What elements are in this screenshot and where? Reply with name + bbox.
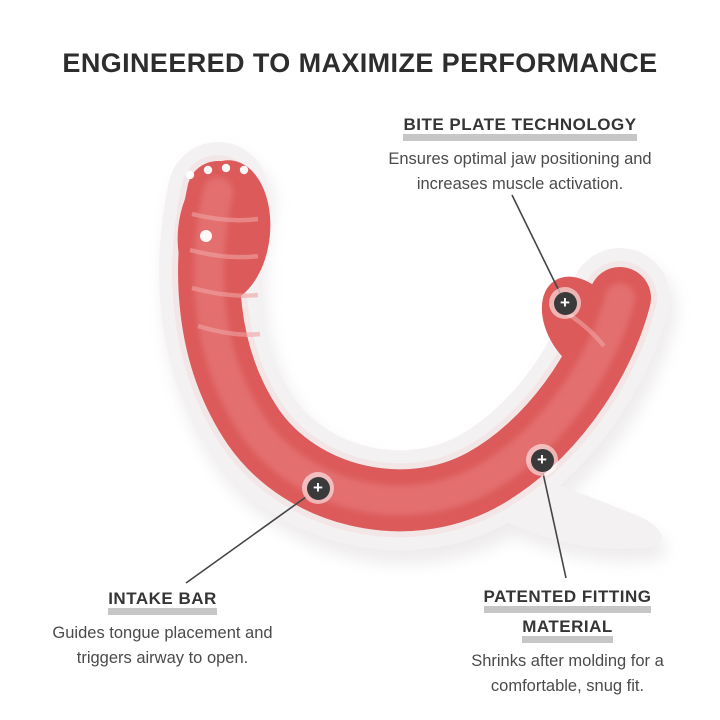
callout-description: Guides tongue placement and triggers air…: [15, 621, 310, 671]
page-title: ENGINEERED TO MAXIMIZE PERFORMANCE: [62, 48, 658, 78]
callout-title: INTAKE BAR: [108, 590, 217, 615]
patented-fitting-marker[interactable]: +: [526, 444, 558, 476]
plus-icon: +: [306, 476, 330, 500]
callout-heading-line: BITE PLATE TECHNOLOGY: [355, 116, 685, 141]
vent-dot: [203, 165, 213, 175]
callout-intake-bar: INTAKE BAR Guides tongue placement and t…: [15, 590, 310, 671]
callout-description: Ensures optimal jaw positioning and incr…: [355, 147, 685, 197]
leader-line-intake-bar: [185, 496, 307, 584]
plus-icon: +: [530, 448, 554, 472]
vent-dot: [200, 230, 212, 242]
vent-dot: [239, 165, 249, 175]
mouthguard-red-highlight: [194, 177, 635, 516]
intake-bar-marker[interactable]: +: [302, 472, 334, 504]
callout-heading-line: PATENTED FITTING: [420, 588, 715, 613]
callout-description-line: Guides tongue placement and: [52, 624, 273, 642]
vent-dots: [185, 163, 249, 242]
callout-description-line: increases muscle activation.: [416, 175, 624, 193]
callout-description-line: comfortable, snug fit.: [490, 677, 645, 695]
leader-line-bite-plate: [511, 194, 562, 296]
leader-lines: [185, 194, 567, 584]
plus-icon: +: [553, 291, 577, 315]
callout-description-line: Ensures optimal jaw positioning and: [388, 150, 652, 168]
callout-heading-line: INTAKE BAR: [15, 590, 310, 615]
callout-description: Shrinks after molding for a comfortable,…: [420, 649, 715, 699]
callout-title: BITE PLATE TECHNOLOGY: [403, 116, 636, 141]
callout-description-line: Shrinks after molding for a: [471, 652, 664, 670]
bite-plate-marker[interactable]: +: [549, 287, 581, 319]
leader-line-patented-fitting: [542, 472, 567, 579]
callout-bite-plate-technology: BITE PLATE TECHNOLOGY Ensures optimal ja…: [355, 116, 685, 197]
callout-patented-fitting-material: PATENTED FITTING MATERIAL Shrinks after …: [420, 588, 715, 699]
callout-description-line: triggers airway to open.: [76, 649, 249, 667]
callout-title: MATERIAL: [522, 618, 613, 643]
callout-heading-line: MATERIAL: [420, 618, 715, 643]
vent-dot: [221, 163, 231, 173]
callout-title: PATENTED FITTING: [484, 588, 652, 613]
vent-dot: [185, 170, 195, 180]
